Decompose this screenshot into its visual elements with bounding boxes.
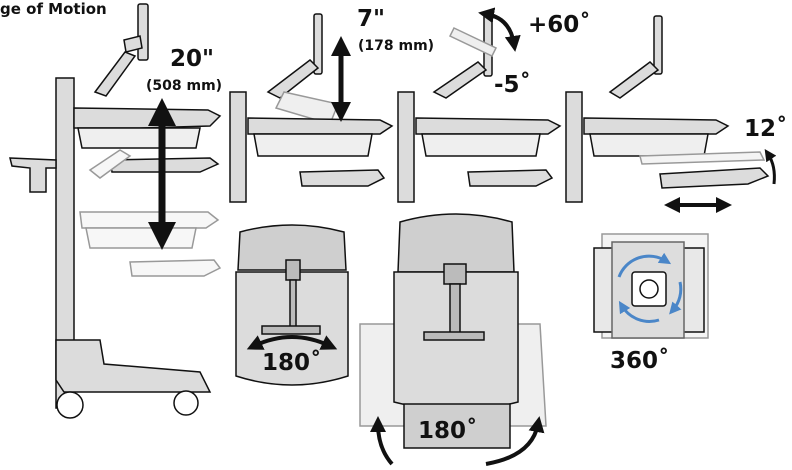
- cart-height-label: 20": [170, 46, 214, 72]
- tilt-down-label: -5˚: [494, 72, 532, 98]
- caster-right-shape: [173, 390, 199, 416]
- surface-swivel-label: 180˚: [262, 350, 322, 376]
- monitor-mount-shape: [123, 35, 143, 53]
- keyboard-shape: [403, 403, 511, 449]
- work-surface-body-shape: [253, 133, 373, 157]
- work-surface-body-shape: [589, 133, 709, 157]
- base-swivel-right-arrow-icon: [485, 416, 545, 466]
- keyboard-tilt-label: 12˚: [744, 116, 788, 142]
- base-swivel-view: [359, 213, 547, 449]
- post-shape: [229, 91, 247, 203]
- tilt-arrow-icon: [478, 7, 521, 52]
- monitor-height-label: 7": [357, 6, 385, 32]
- keyboard-tilt-arrow-icon: [764, 149, 777, 185]
- handle-shape: [261, 325, 321, 335]
- handle-shape: [423, 331, 485, 341]
- surface-swivel-arrow-icon: [246, 335, 338, 350]
- rotation-arrow-icon: [618, 300, 660, 323]
- tilt-up-label: +60˚: [528, 12, 591, 38]
- base-swivel-left-arrow-icon: [370, 416, 394, 466]
- monitor-arm-shape: [266, 59, 320, 99]
- work-surface-shape: [73, 107, 222, 129]
- post-shape: [397, 91, 415, 203]
- keyboard-tray-shape: [659, 167, 770, 189]
- monitor-tilt-view: [397, 13, 562, 203]
- cart-base-shape: [55, 339, 212, 393]
- caster-left-shape: [56, 391, 84, 419]
- monitor-shape: [137, 3, 149, 61]
- side-shelf-shape: [9, 157, 57, 193]
- monitor-arm-shape: [608, 61, 660, 99]
- mount-shape: [443, 263, 467, 285]
- monitor-arm-shape: [432, 61, 488, 99]
- keyboard-tray-ghost-shape: [639, 151, 766, 165]
- pivot-shape: [639, 279, 659, 299]
- surface-swivel-view: [235, 224, 349, 386]
- monitor-arm-shape: [93, 51, 137, 97]
- mount-shape: [285, 259, 301, 281]
- stem-shape: [289, 279, 297, 329]
- work-surface-shape: [583, 117, 730, 135]
- rotation-arrow-icon: [617, 252, 672, 278]
- cart-height-mm-label: (508 mm): [146, 78, 223, 94]
- monitor-height-view: [229, 13, 394, 203]
- monitor-rotation-label: 360˚: [610, 348, 670, 374]
- base-swivel-label: 180˚: [418, 418, 478, 444]
- keyboard-tray-shape: [467, 169, 554, 187]
- work-surface-body-shape: [77, 127, 201, 149]
- monitor-shape: [313, 13, 323, 75]
- stem-shape: [449, 283, 461, 337]
- keyboard-tray-shape: [299, 169, 386, 187]
- rotation-arrow-icon: [669, 281, 683, 315]
- diagram-title: ge of Motion: [0, 0, 107, 18]
- post-shape: [565, 91, 583, 203]
- surface-top-shape: [397, 213, 515, 273]
- monitor-shape: [653, 15, 663, 75]
- keyboard-tilt-view: [565, 15, 770, 203]
- surface-top-shape: [237, 224, 347, 271]
- work-surface-body-shape: [421, 133, 541, 157]
- work-surface-shape: [415, 117, 562, 135]
- monitor-height-mm-label: (178 mm): [358, 38, 435, 54]
- work-surface-shape: [247, 117, 394, 135]
